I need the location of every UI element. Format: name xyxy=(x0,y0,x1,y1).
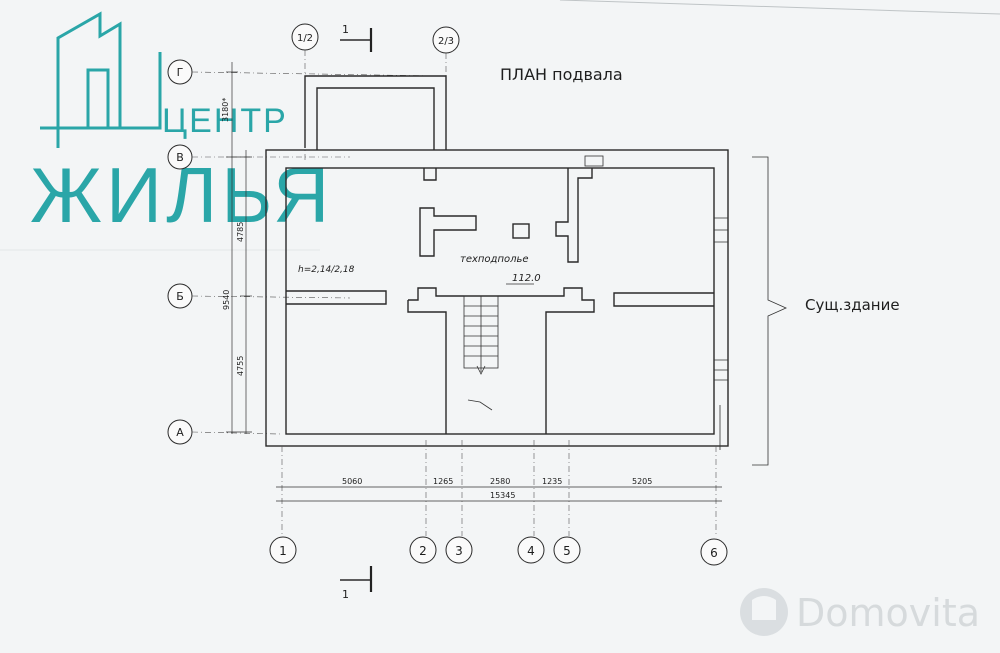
svg-text:3180*: 3180* xyxy=(221,98,230,122)
svg-text:В: В xyxy=(176,151,184,164)
grid-axis-row-b: Б xyxy=(167,283,351,309)
svg-text:1265: 1265 xyxy=(433,477,453,486)
watermark-text: Domovita xyxy=(796,591,980,635)
grid-axis-row-g: Г xyxy=(167,59,441,85)
grid-axis-col-3: 3 xyxy=(445,536,473,564)
svg-text:1235: 1235 xyxy=(542,477,562,486)
grid-axis-col-6: 6 xyxy=(700,538,728,566)
center-zhilya-logo: ЦЕНТР ЖИЛЬЯ xyxy=(30,11,329,239)
svg-text:5: 5 xyxy=(563,544,571,558)
grid-axis-row-v: В xyxy=(167,144,350,170)
column-axis-lines xyxy=(281,440,717,536)
logo-text-center: ЦЕНТР xyxy=(162,102,288,140)
svg-text:Б: Б xyxy=(176,290,184,303)
existing-building-brace xyxy=(752,156,787,466)
grid-axis-2-3: 2/3 xyxy=(432,26,460,80)
svg-text:1/2: 1/2 xyxy=(297,33,313,44)
annex-walls xyxy=(304,75,447,150)
column-dimension-chain: 5060 1265 2580 1235 5205 15345 xyxy=(276,477,722,502)
svg-text:4755: 4755 xyxy=(236,356,245,376)
svg-text:2: 2 xyxy=(419,544,427,558)
staircase xyxy=(463,295,499,375)
grid-axis-1-2: 1/2 xyxy=(291,23,319,160)
svg-text:4: 4 xyxy=(527,544,535,558)
svg-text:4785: 4785 xyxy=(236,222,245,242)
svg-text:5060: 5060 xyxy=(342,477,362,486)
outer-walls xyxy=(265,149,729,447)
section-mark-bottom: 1 xyxy=(340,566,373,601)
height-note: h=2,14/2,18 xyxy=(298,265,355,275)
grid-axis-col-1: 1 xyxy=(269,536,297,564)
row-dimension-chain: 3180* 4785 9540 4755 xyxy=(221,62,252,434)
grid-axis-col-5: 5 xyxy=(553,536,581,564)
interior-walls xyxy=(286,155,728,450)
grid-axis-col-4: 4 xyxy=(517,536,545,564)
svg-text:Г: Г xyxy=(177,66,184,79)
grid-axis-row-a: А xyxy=(167,419,281,445)
section-mark-bottom-label: 1 xyxy=(342,588,349,601)
svg-text:2580: 2580 xyxy=(490,477,510,486)
section-mark-top: 1 xyxy=(340,23,373,52)
plan-title: ПЛАН подвала xyxy=(500,65,623,84)
svg-text:6: 6 xyxy=(710,546,718,560)
svg-text:15345: 15345 xyxy=(490,491,515,500)
domovita-watermark: Domovita xyxy=(740,588,980,636)
svg-text:5205: 5205 xyxy=(632,477,652,486)
svg-text:А: А xyxy=(176,426,184,439)
grid-axis-col-2: 2 xyxy=(409,536,437,564)
room-label-tech-underground: техподполье xyxy=(460,254,529,265)
svg-text:2/3: 2/3 xyxy=(438,36,454,47)
section-mark-top-label: 1 xyxy=(342,23,349,36)
svg-text:9540: 9540 xyxy=(222,290,231,310)
svg-text:1: 1 xyxy=(279,544,287,558)
svg-text:3: 3 xyxy=(455,544,463,558)
room-area-value: 112.0 xyxy=(512,273,541,284)
existing-building-label: Сущ.здание xyxy=(805,296,900,314)
